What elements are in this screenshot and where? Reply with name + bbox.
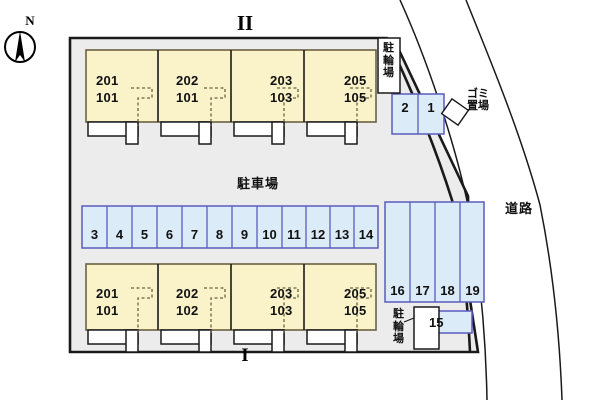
bp-bot-c1: 駐 [393,307,404,320]
unit-i-2-upper: 202 [176,286,199,301]
unit-i-3-lower: 103 [270,303,293,318]
unit-i-3-upper: 203 [270,286,293,301]
unit-ii-1-lower: 101 [96,90,119,105]
stall-1[interactable]: 1 [427,100,435,115]
bicycle-leader-line [403,317,415,323]
stall-8[interactable]: 8 [215,227,224,242]
stall-7[interactable]: 7 [190,227,199,242]
stall-9[interactable]: 9 [240,227,249,242]
bicycle-parking-bottom-box [413,306,440,350]
north-arrow-icon [4,31,36,63]
building-i-shape [85,263,377,353]
bp-top-c3: 場 [383,66,394,79]
stall-18[interactable]: 18 [440,283,455,298]
stall-10[interactable]: 10 [262,227,277,242]
compass: N [8,14,52,70]
unit-ii-1-upper: 201 [96,73,119,88]
stall-19[interactable]: 19 [465,283,480,298]
unit-i-4-lower: 105 [344,303,367,318]
stall-12[interactable]: 12 [310,227,326,242]
unit-i-1-lower: 101 [96,303,119,318]
bp-bot-c3: 場 [393,332,404,345]
unit-ii-4-upper: 205 [344,73,367,88]
unit-ii-1: 201 101 [96,72,119,106]
unit-ii-3: 203 103 [270,72,293,106]
bp-top-c2: 輪 [383,53,394,67]
unit-i-2: 202 102 [176,285,199,319]
building-i-marker: I [241,345,249,366]
top-right-stall-pair-shape [391,93,445,135]
unit-ii-3-upper: 203 [270,73,293,88]
garbage-area-label: ゴミ 置場 [467,88,489,112]
garbage-area-label-line2: 置場 [467,99,489,112]
unit-i-1: 201 101 [96,285,119,319]
stall-13[interactable]: 13 [334,227,350,242]
unit-i-4: 205 105 [344,285,367,319]
road-label: 道路 [505,202,534,217]
parking-lot-label: 駐車場 [237,177,280,192]
lot-right-edge [384,36,472,353]
unit-i-2-lower: 102 [176,303,199,318]
unit-i-1-upper: 201 [96,286,119,301]
road-outer-line [465,0,563,400]
bicycle-parking-top-box [377,37,401,94]
stall-11[interactable]: 11 [287,227,301,242]
right-stall-column-shape [384,201,485,303]
unit-i-4-upper: 205 [344,286,367,301]
garbage-area-label-line1: ゴミ [467,87,489,100]
building-ii-marker: II [236,11,254,35]
stall-5[interactable]: 5 [140,227,149,242]
stall-6[interactable]: 6 [165,227,174,242]
unit-ii-4-lower: 105 [344,90,367,105]
stall-2[interactable]: 2 [401,100,409,115]
building-ii-shape [85,49,377,145]
center-stall-row-shape [81,205,379,249]
stall-17[interactable]: 17 [415,283,430,298]
unit-ii-2-upper: 202 [176,73,199,88]
unit-ii-2-lower: 101 [176,90,199,105]
compass-north-letter: N [25,13,35,28]
garbage-point-shape [440,97,470,127]
stall-14[interactable]: 14 [358,227,374,242]
stall-3[interactable]: 3 [90,227,99,242]
unit-ii-4: 205 105 [344,72,367,106]
unit-ii-3-lower: 103 [270,90,293,105]
bp-top-c1: 駐 [383,41,394,54]
bicycle-parking-top-label: 駐 輪 場 [382,41,395,80]
bicycle-parking-bottom-label: 駐 輪 場 [392,307,405,346]
unit-i-3: 203 103 [270,285,293,319]
stall-4[interactable]: 4 [115,227,124,242]
bp-bot-c2: 輪 [393,319,404,333]
stall-15[interactable]: 15 [429,315,444,330]
unit-ii-2: 202 101 [176,72,199,106]
stall-16[interactable]: 16 [390,283,405,298]
